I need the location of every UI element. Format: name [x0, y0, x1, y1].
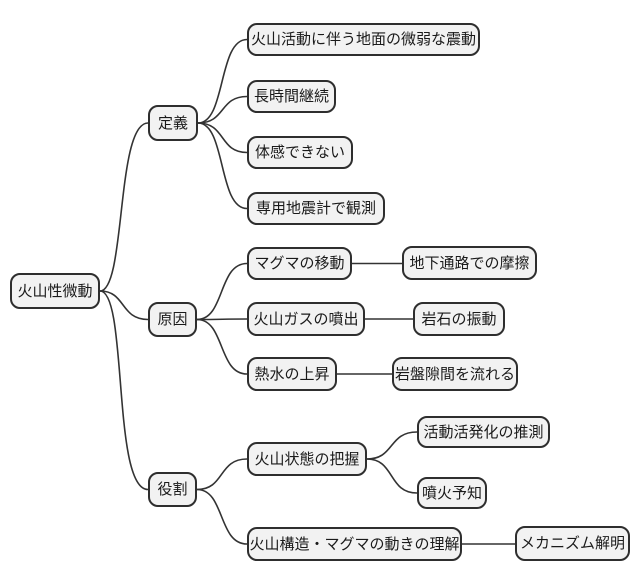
node-role-structure-understanding: 火山構造・マグマの動きの理解	[247, 527, 462, 561]
node-definition-long-duration: 長時間継続	[247, 80, 336, 113]
edge-role-structure	[196, 488, 248, 545]
edge-definition-child4	[197, 122, 248, 210]
edge-definition-child2	[197, 95, 248, 124]
edge-cause-gas	[196, 318, 248, 321]
edge-definition-child3	[197, 122, 248, 154]
node-cause: 原因	[148, 302, 197, 337]
node-definition: 定義	[148, 105, 198, 141]
edge-root-role	[99, 290, 149, 491]
node-cause-gas-eruption: 火山ガスの噴出	[247, 302, 365, 336]
node-cause-hot-water-rise: 熱水の上昇	[247, 357, 337, 391]
node-role-eruption-prediction: 噴火予知	[417, 477, 487, 509]
node-root: 火山性微動	[10, 273, 100, 309]
edge-definition-child1	[197, 38, 248, 124]
node-cause-rock-vibration: 岩石の振動	[413, 302, 505, 336]
node-cause-underground-friction: 地下通路での摩擦	[402, 246, 537, 280]
edge-state-activity	[366, 431, 418, 460]
edge-root-cause	[99, 290, 149, 321]
node-definition-weak-tremor: 火山活動に伴う地面の微弱な震動	[247, 23, 480, 56]
node-role-activity-inference: 活動活発化の推測	[417, 416, 550, 448]
node-role-mechanism-elucidation: メカニズム解明	[515, 526, 630, 561]
node-definition-seismometer: 専用地震計で観測	[247, 192, 385, 225]
edge-cause-water	[196, 318, 248, 375]
edge-role-state	[196, 458, 248, 491]
node-definition-not-felt: 体感できない	[247, 136, 353, 169]
edge-state-prediction	[366, 458, 418, 494]
edge-root-definition	[99, 122, 149, 292]
node-cause-magma-movement: マグマの移動	[247, 247, 352, 280]
edge-cause-magma	[196, 262, 248, 321]
node-cause-bedrock-flow: 岩盤隙間を流れる	[392, 357, 518, 391]
node-role: 役割	[148, 472, 197, 507]
node-role-state-grasp: 火山状態の把握	[247, 442, 367, 476]
